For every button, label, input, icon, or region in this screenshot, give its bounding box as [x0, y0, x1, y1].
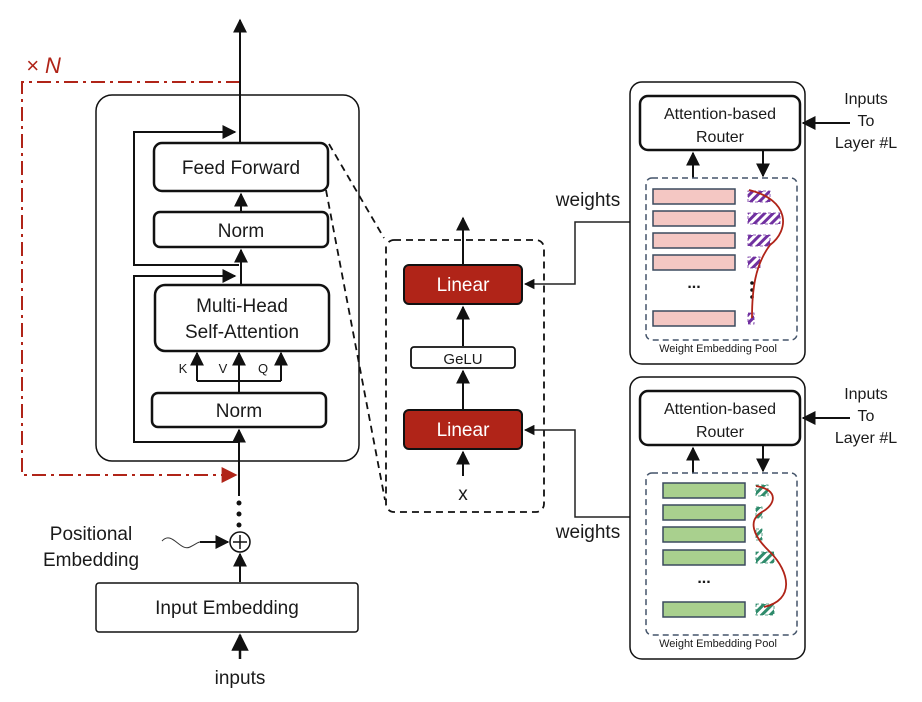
attention-score	[747, 312, 755, 325]
router-label-line2: Router	[696, 129, 745, 146]
query-label: Q	[258, 361, 268, 376]
linear-bottom-label: Linear	[437, 420, 490, 441]
gelu-block[interactable]: GeLU	[410, 346, 516, 369]
score-ellipsis-dot	[750, 281, 754, 285]
pool-caption: Weight Embedding Pool	[659, 638, 777, 650]
score-distribution-curve	[752, 485, 788, 608]
inputs-label: inputs	[215, 668, 266, 689]
input-embedding-block[interactable]: Input Embedding	[95, 582, 359, 633]
repeat-loop: × N	[21, 53, 240, 483]
key-label: K	[179, 361, 188, 376]
attention-score	[747, 212, 781, 225]
positional-label-line1: Positional	[50, 524, 132, 545]
feed-forward-block[interactable]: Feed Forward	[152, 141, 330, 193]
attention-label-line2: Self-Attention	[185, 322, 299, 343]
embedding-bar	[662, 601, 746, 618]
norm-bottom-block[interactable]: Norm	[150, 391, 328, 429]
ffn-detail-panel	[385, 239, 545, 513]
attention-label-line1: Multi-Head	[196, 296, 288, 317]
weights-label-bottom: weights	[555, 522, 620, 543]
bars-ellipsis: ...	[697, 570, 710, 587]
embedding-pool-frame	[645, 472, 798, 636]
norm-top-block[interactable]: Norm	[152, 210, 330, 249]
linear-top-label: Linear	[437, 275, 490, 296]
embedding-bar	[652, 188, 736, 205]
embedding-bar	[662, 504, 746, 521]
side-input-label: To	[858, 113, 875, 130]
gelu-label: GeLU	[443, 351, 482, 368]
embedding-bar	[652, 310, 736, 327]
embedding-bar	[652, 232, 736, 249]
self-attention-block[interactable]: Multi-Head Self-Attention	[153, 283, 331, 353]
positional-label-line2: Embedding	[43, 550, 139, 571]
attention-score	[747, 234, 771, 247]
embedding-bar	[652, 254, 736, 271]
norm-top-label: Norm	[218, 221, 264, 242]
side-input-label: To	[858, 408, 875, 425]
x-input-label: x	[458, 484, 468, 505]
router-label-line1: Attention-based	[664, 106, 776, 123]
score-distribution-curve	[748, 189, 784, 319]
qkv-inputs: K V Q	[179, 351, 288, 392]
embedding-bar	[662, 482, 746, 499]
linear-top-block[interactable]: Linear	[403, 264, 523, 305]
attention-score	[755, 551, 775, 564]
norm-bottom-label: Norm	[216, 401, 262, 422]
weights-connectors: weights weights	[523, 190, 630, 543]
repeat-label: × N	[26, 53, 61, 78]
input-embedding-label: Input Embedding	[155, 598, 299, 619]
router-box[interactable]	[638, 389, 802, 447]
positional-embedding: Positional Embedding	[43, 524, 247, 582]
side-input-label: Inputs	[844, 91, 888, 108]
side-input-label: Layer #L	[835, 135, 897, 152]
vertical-ellipsis	[236, 500, 242, 528]
side-input-label: Layer #L	[835, 430, 897, 447]
zoom-lines	[325, 143, 386, 501]
side-input-label: Inputs	[844, 386, 888, 403]
router-label-line1: Attention-based	[664, 401, 776, 418]
bars-ellipsis: ...	[687, 275, 700, 292]
transformer-block	[95, 94, 360, 462]
embedding-bar	[652, 210, 736, 227]
embedding-bar	[662, 549, 746, 566]
weights-label-top: weights	[555, 190, 620, 211]
add-operator	[229, 531, 251, 553]
pool-caption: Weight Embedding Pool	[659, 343, 777, 355]
attention-score	[755, 603, 775, 616]
feed-forward-label: Feed Forward	[182, 158, 300, 179]
linear-bottom-block[interactable]: Linear	[403, 409, 523, 450]
attention-score	[747, 190, 771, 203]
router-box[interactable]	[638, 94, 802, 152]
residual-connections	[133, 125, 239, 443]
value-label: V	[219, 361, 228, 376]
embedding-pool-frame	[645, 177, 798, 341]
embedding-bar	[662, 526, 746, 543]
router-label-line2: Router	[696, 424, 745, 441]
